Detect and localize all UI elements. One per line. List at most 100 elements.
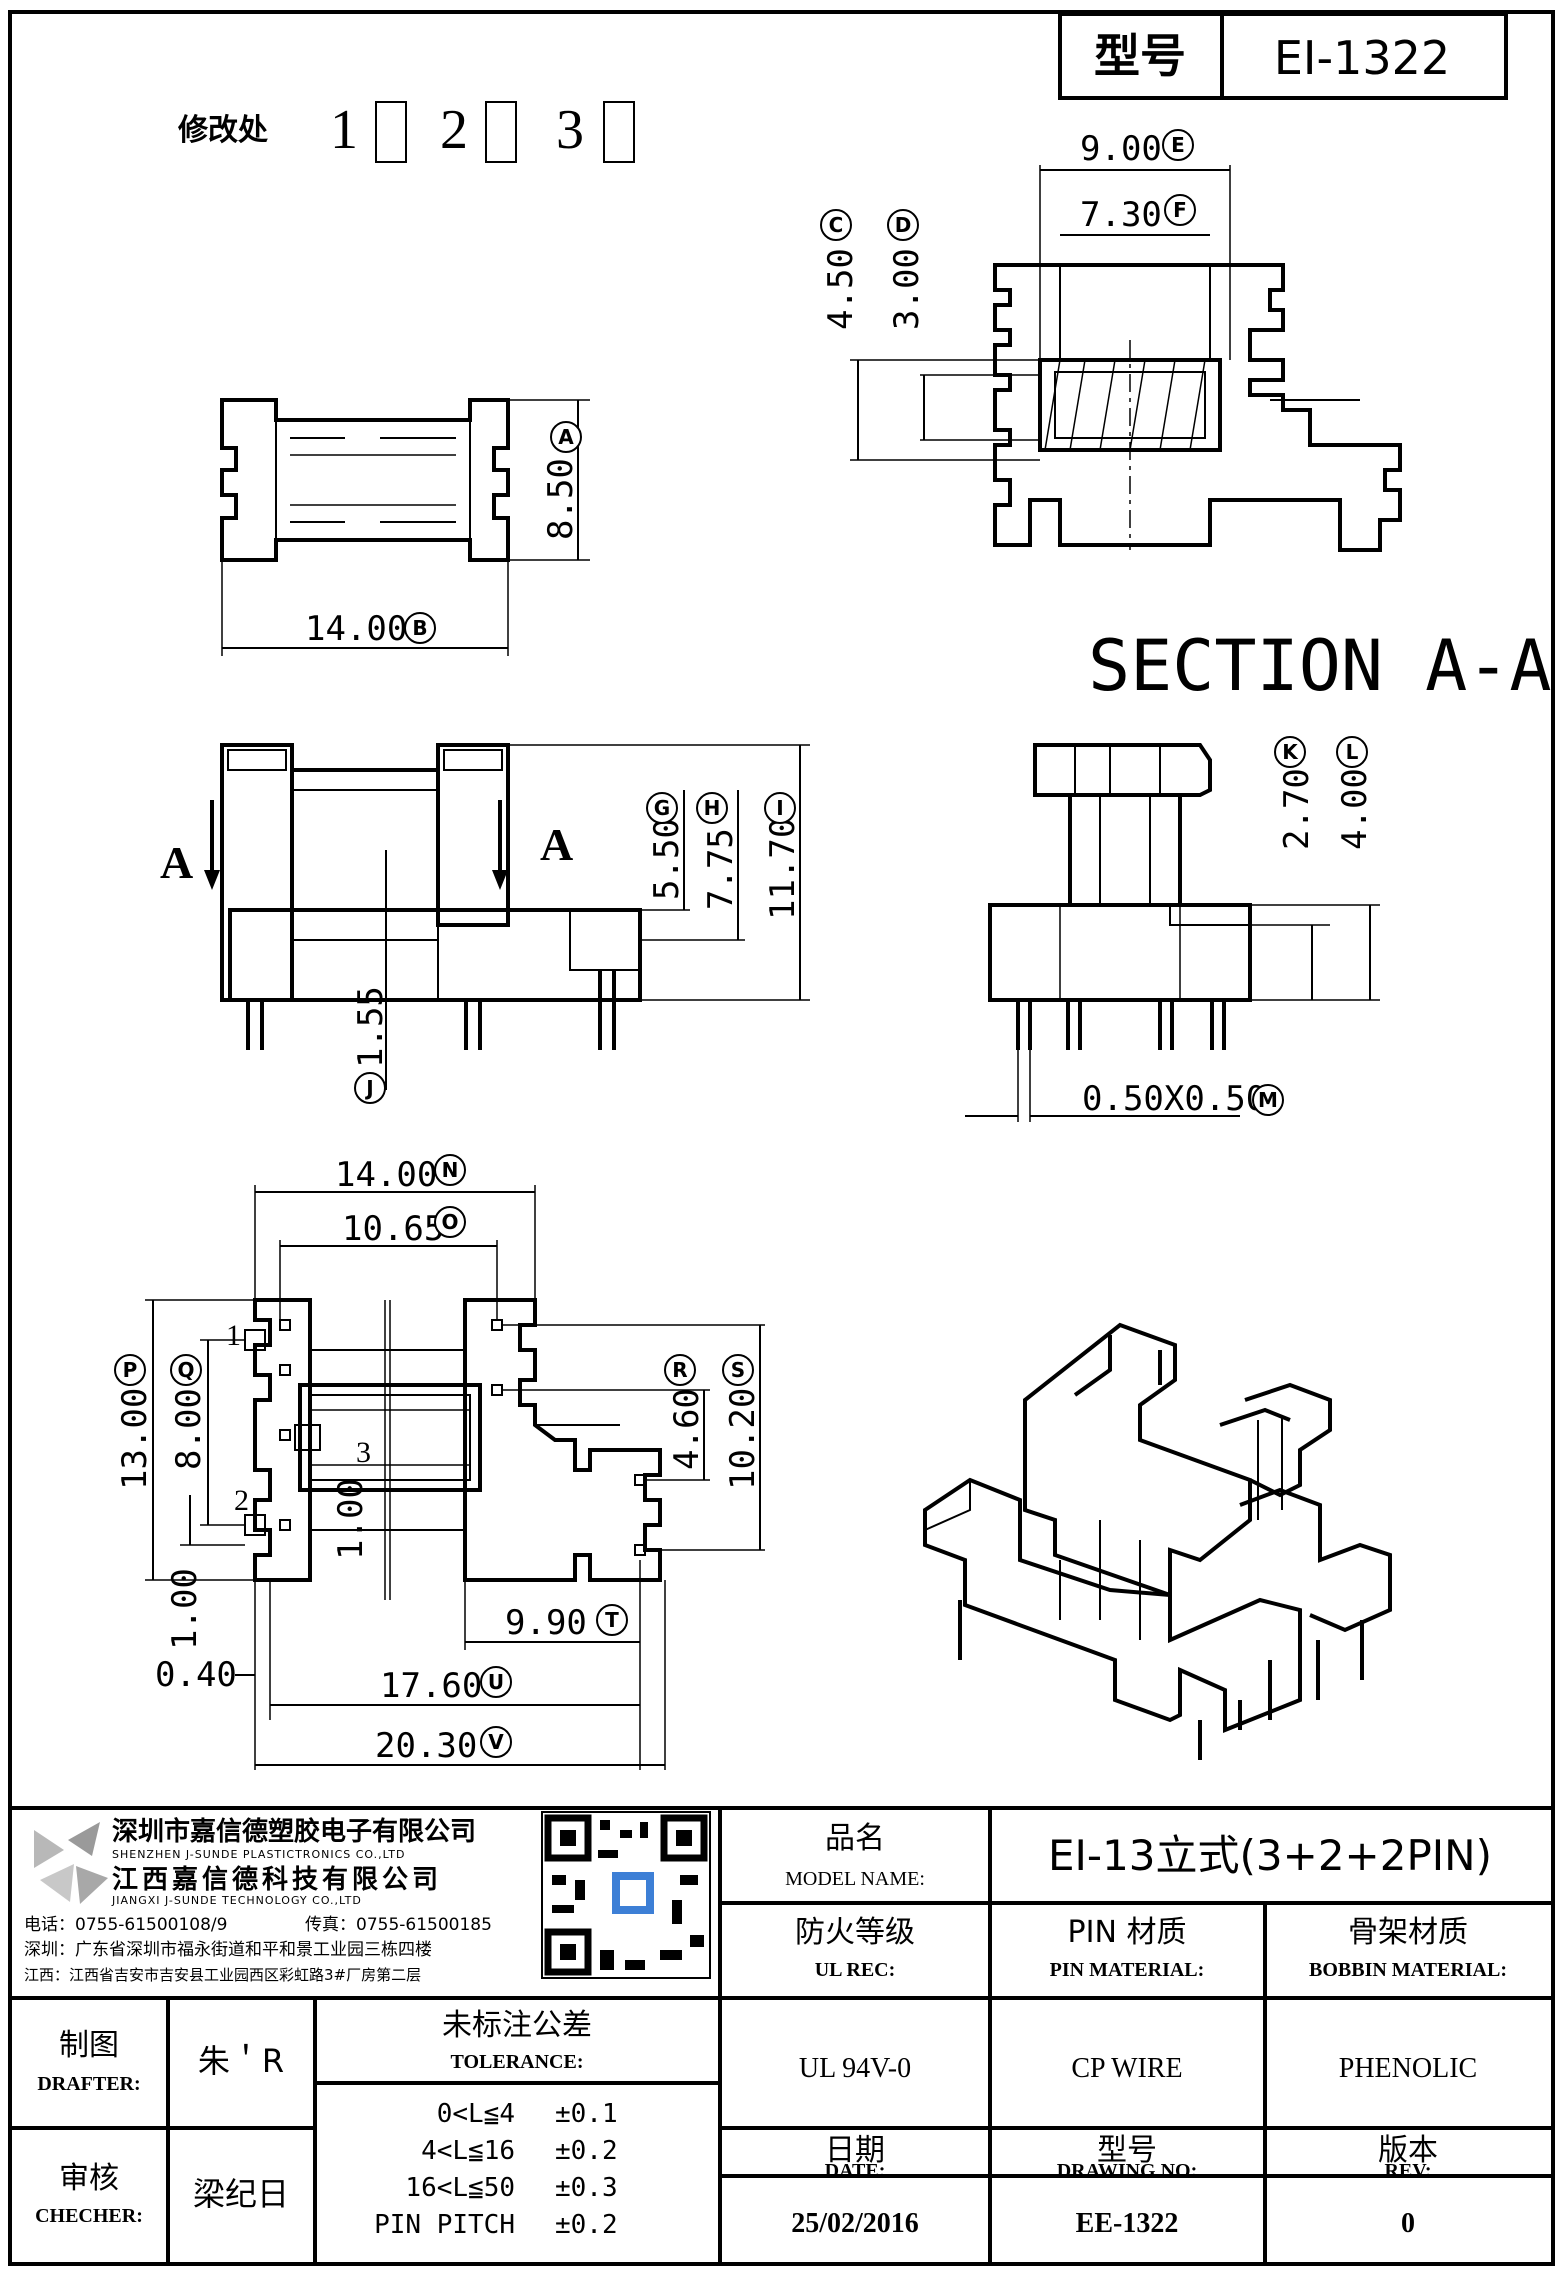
dim-o-value: 10.65 <box>342 1209 444 1249</box>
svg-text:K: K <box>1282 740 1299 764</box>
pin-material-label-cn: PIN 材质 <box>1068 1915 1187 1950</box>
tolerance-range-4: PIN PITCH <box>374 2210 515 2240</box>
model-name-label-en: MODEL NAME: <box>785 1868 925 1890</box>
dim-m-value: 0.50X0.50 <box>1082 1079 1266 1119</box>
tolerance-value-3: ±0.3 <box>555 2173 618 2203</box>
tolerance-range-1: 0<L≦4 <box>437 2099 515 2129</box>
svg-text:O: O <box>441 1210 458 1234</box>
svg-text:N: N <box>442 1158 459 1182</box>
dim-h-value: 7.75 <box>701 828 741 910</box>
dim-e-value: 9.00 <box>1080 129 1162 169</box>
company-phone: 电话：0755-61500108/9 <box>24 1915 227 1935</box>
revision-marks: 修改处 1 2 3 <box>177 99 635 163</box>
dim-l-value: 4.00 <box>1335 768 1375 850</box>
bottom-view: 1 2 3 14.00 N 10.65 O 13.00 P 8.00 Q <box>114 1154 765 1770</box>
svg-text:P: P <box>123 1358 138 1382</box>
date-label-en: DATE: <box>825 2160 886 2182</box>
company-name-cn: 深圳市嘉信德塑胶电子有限公司 <box>112 1816 476 1847</box>
svg-text:I: I <box>776 796 783 820</box>
tolerance-label-en: TOLERANCE: <box>451 2051 584 2073</box>
section-marker-left: A <box>160 837 193 888</box>
dim-a-value: 8.50 <box>541 458 581 540</box>
svg-text:R: R <box>672 1358 687 1382</box>
dim-b-value: 14.00 <box>305 609 407 649</box>
rev-label-en: REV: <box>1384 2160 1431 2182</box>
dim-j-value: 1.55 <box>351 986 391 1068</box>
qr-code <box>541 1811 711 1979</box>
dim-t-value: 9.90 <box>505 1603 587 1643</box>
drawing-no-label-en: DRAWING NO: <box>1057 2160 1198 2182</box>
tolerance-label-cn: 未标注公差 <box>442 2008 592 2043</box>
dim-extra-1: 1.00 <box>331 1478 371 1560</box>
svg-text:J: J <box>364 1076 373 1100</box>
company-address-jx: 江西：江西省吉安市吉安县工业园西区彩虹路3#厂房第二层 <box>24 1966 421 1984</box>
drawing-no-label-cn: 型号 <box>1097 2133 1157 2168</box>
drafter-label-cn: 制图 <box>59 2028 119 2063</box>
company2-name-cn: 江西嘉信德科技有限公司 <box>112 1865 442 1895</box>
dim-k-value: 2.70 <box>1277 768 1317 850</box>
header-model-box: 型号 EI-1322 <box>1058 12 1508 100</box>
dim-extra-2: 1.00 <box>165 1568 205 1650</box>
pin-label-1: 1 <box>226 1319 241 1352</box>
drawing-no-value: EE-1322 <box>1076 2208 1179 2239</box>
svg-text:C: C <box>829 213 844 237</box>
svg-text:Q: Q <box>177 1358 194 1382</box>
bobbin-material-label-cn: 骨架材质 <box>1348 1915 1468 1950</box>
svg-text:E: E <box>1171 133 1185 157</box>
svg-text:H: H <box>704 796 721 820</box>
title-block: 深圳市嘉信德塑胶电子有限公司 SHENZHEN J-SUNDE PLASTICT… <box>10 1806 1553 2264</box>
date-label-cn: 日期 <box>825 2133 885 2168</box>
revision-mark-1: 1 <box>330 99 358 161</box>
rev-label-cn: 版本 <box>1378 2133 1438 2168</box>
pin-material-value: CP WIRE <box>1071 2053 1182 2084</box>
bobbin-material-value: PHENOLIC <box>1339 2053 1477 2084</box>
drafter-label-en: DRAFTER: <box>37 2073 140 2095</box>
dim-n-value: 14.00 <box>335 1155 437 1195</box>
isometric-view <box>923 1322 1392 1760</box>
svg-text:D: D <box>895 213 912 237</box>
company-fax: 传真：0755-61500185 <box>305 1915 492 1935</box>
dim-q-value: 8.00 <box>169 1388 209 1470</box>
sheet-border <box>8 10 1555 2266</box>
dim-d-value: 3.00 <box>887 248 927 330</box>
front-view: A A 5.50 G 7.75 H 11.70 I 1.55 J <box>160 743 810 1104</box>
header-model-label: 型号 <box>1094 29 1186 83</box>
revision-mark-3: 3 <box>556 99 584 161</box>
svg-text:G: G <box>654 796 670 820</box>
checker-label-en: CHECHER: <box>35 2205 143 2227</box>
checker-value: 梁纪日 <box>193 2175 289 2213</box>
svg-text:M: M <box>1258 1088 1278 1112</box>
svg-text:F: F <box>1173 198 1187 222</box>
dim-i-value: 11.70 <box>763 818 803 920</box>
revision-mark-2: 2 <box>440 99 468 161</box>
company-logo <box>34 1822 108 1904</box>
svg-text:U: U <box>488 1670 504 1694</box>
bobbin-material-label-en: BOBBIN MATERIAL: <box>1309 1959 1507 1981</box>
dim-extra-3: 0.40 <box>155 1655 237 1695</box>
svg-text:S: S <box>731 1358 745 1382</box>
svg-text:T: T <box>605 1608 619 1632</box>
section-a-a-view: 9.00 E 7.30 F 4.50 C 3.00 D SECTION A-A <box>820 129 1552 707</box>
checker-label-cn: 审核 <box>59 2161 119 2196</box>
dim-v-value: 20.30 <box>375 1726 477 1766</box>
dim-p-value: 13.00 <box>115 1388 155 1490</box>
tolerance-value-2: ±0.2 <box>555 2136 618 2166</box>
tolerance-value-1: ±0.1 <box>555 2099 618 2129</box>
rev-value: 0 <box>1401 2208 1415 2239</box>
header-model-value: EI-1322 <box>1274 31 1450 85</box>
pin-material-label-en: PIN MATERIAL: <box>1050 1959 1205 1981</box>
dim-f-value: 7.30 <box>1080 195 1162 235</box>
section-title: SECTION A-A <box>1088 625 1552 707</box>
ul-label-en: UL REC: <box>815 1959 896 1981</box>
dim-c-value: 4.50 <box>821 248 861 330</box>
dim-s-value: 10.20 <box>723 1388 763 1490</box>
drafter-value: 朱＇R <box>198 2042 284 2080</box>
side-view: 2.70 K 4.00 L 0.50X0.50 M <box>965 736 1380 1122</box>
ul-label-cn: 防火等级 <box>795 1915 915 1950</box>
company2-name-en: JIANGXI J-SUNDE TECHNOLOGY CO.,LTD <box>111 1894 362 1907</box>
date-value: 25/02/2016 <box>791 2208 919 2239</box>
dim-r-value: 4.60 <box>667 1388 707 1470</box>
ul-value: UL 94V-0 <box>799 2053 911 2084</box>
model-name-label-cn: 品名 <box>825 1821 885 1856</box>
